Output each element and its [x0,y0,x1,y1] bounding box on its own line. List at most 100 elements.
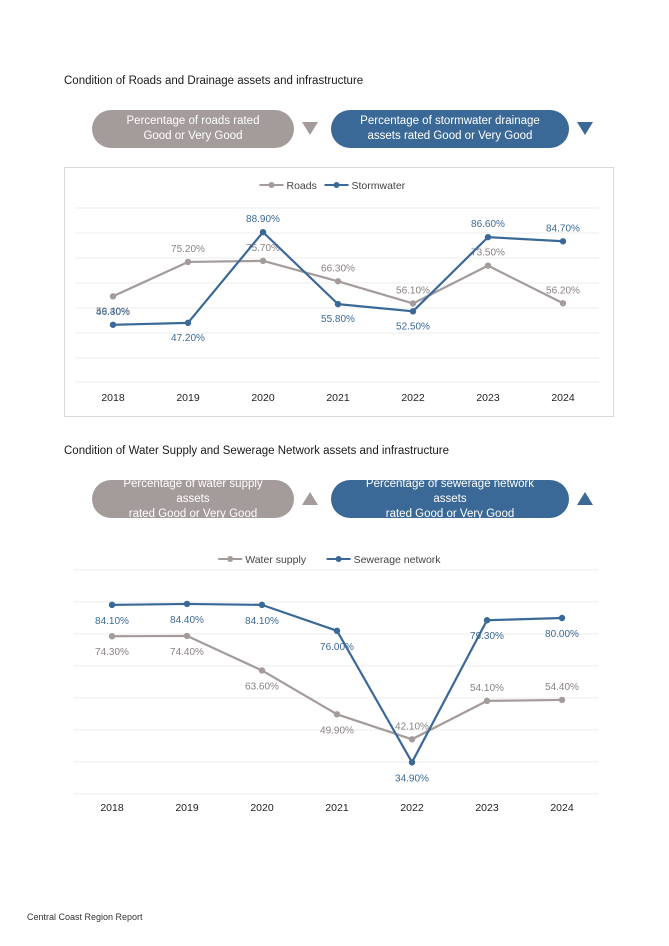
data-label: 84.70% [546,223,580,234]
data-label: 86.60% [471,219,505,230]
x-tick-label: 2019 [176,392,200,404]
data-label: 42.10% [395,721,429,732]
data-label: 34.90% [395,773,429,784]
x-tick-label: 2020 [251,392,275,404]
data-label: 54.10% [470,683,504,694]
data-point [333,627,341,634]
up-triangle-icon [577,492,593,505]
x-tick-label: 2022 [400,802,424,814]
data-point [484,233,492,241]
x-tick-label: 2022 [401,392,425,404]
x-tick-label: 2023 [475,802,499,814]
data-point [408,736,416,743]
data-label: 80.00% [545,629,579,640]
section-title-roads: Condition of Roads and Drainage assets a… [64,75,364,87]
data-label: 54.40% [545,682,579,693]
data-label: 84.40% [170,615,204,626]
down-triangle-icon [302,122,318,135]
data-label: 52.50% [396,321,430,332]
sewerage-pill-line2: rated Good or Very Good [385,507,515,520]
data-label: 79.30% [470,631,504,642]
x-tick-label: 2021 [325,802,349,814]
stormwater-pill-line2: assets rated Good or Very Good [367,130,533,142]
legend-label: Roads [287,180,317,192]
legend-marker [335,556,342,562]
data-point [558,614,566,622]
data-point [483,697,491,705]
data-point [408,759,416,766]
data-point [109,293,117,300]
data-point [184,258,192,266]
sewerage-pill: Percentage of sewerage network assets ra… [331,477,569,520]
x-tick-label: 2018 [100,802,124,814]
data-label: 74.30% [95,647,129,658]
data-label: 55.80% [321,314,355,325]
data-label: 84.10% [95,616,129,627]
data-point [334,278,342,285]
data-point [409,308,417,315]
stormwater-pill: Percentage of stormwater drainage assets… [331,110,569,148]
water-supply-pill: Percentage of water supply assets rated … [92,477,294,520]
roads-pill-line1: Percentage of roads rated [126,115,260,127]
x-tick-label: 2024 [551,392,575,404]
x-tick-label: 2021 [326,392,350,404]
data-label: 66.30% [321,263,355,274]
sewerage-pill-line1: Percentage of sewerage network assets [365,477,535,505]
data-label: 75.70% [246,243,280,254]
data-label: 84.10% [245,616,279,627]
legend-label: Sewerage network [354,554,442,566]
x-tick-label: 2018 [101,392,125,404]
data-label: 47.20% [171,333,205,344]
data-point [559,300,567,307]
legend-label: Water supply [245,554,307,566]
data-label: 56.20% [546,285,580,296]
roads-pill: Percentage of roads rated Good or Very G… [92,110,294,148]
data-label: 73.50% [471,248,505,259]
data-point [258,667,266,674]
data-point [484,262,492,269]
x-tick-label: 2023 [476,392,500,404]
x-tick-label: 2024 [550,802,574,814]
data-point [259,228,267,236]
data-point [183,632,191,640]
chart-svg: Water supply Sewerage network 2018 2019 2020… [74,554,598,814]
x-tick-label: 2019 [175,802,199,814]
data-label: 59.40% [96,306,130,317]
x-tick-label: 2020 [250,802,274,814]
section-title-water: Condition of Water Supply and Sewerage N… [64,445,450,457]
roads-pill-line2: Good or Very Good [143,130,243,142]
water-sewerage-chart: Water supply Sewerage network 2018 2019 2020… [64,540,612,825]
legend-marker [268,182,275,188]
data-label: 75.20% [171,244,205,255]
data-point [108,633,116,640]
data-point [559,238,567,245]
footer-text: Central Coast Region Report [27,912,143,922]
data-point [109,321,117,328]
stormwater-pill-line1: Percentage of stormwater drainage [360,115,540,127]
data-point [183,600,191,608]
legend-marker [227,556,234,562]
water-pill-line2: rated Good or Very Good [128,507,258,520]
data-point [259,257,267,265]
data-label: 88.90% [246,214,280,225]
down-triangle-icon [577,122,593,135]
data-point [184,319,192,327]
data-label: 46.30% [96,307,130,318]
legend-marker [333,182,340,188]
chart-svg: Roads Stormwater 2018 2019 2020 2021 2022 2023 2… [75,180,599,404]
data-point [409,300,417,307]
roads-stormwater-chart: Roads Stormwater 2018 2019 2020 2021 2022 2023 2… [64,167,614,417]
data-label: 76.00% [320,642,354,653]
data-label: 74.40% [170,647,204,658]
data-point [558,696,566,704]
legend-label: Stormwater [352,180,406,192]
data-label: 63.60% [245,681,279,692]
data-point [334,300,342,308]
data-point [258,601,266,609]
data-label: 56.10% [396,285,430,296]
data-label: 49.90% [320,725,354,736]
data-point [108,601,116,609]
data-point [333,711,341,718]
water-pill-line1: Percentage of water supply assets [123,477,263,505]
data-point [483,617,491,624]
